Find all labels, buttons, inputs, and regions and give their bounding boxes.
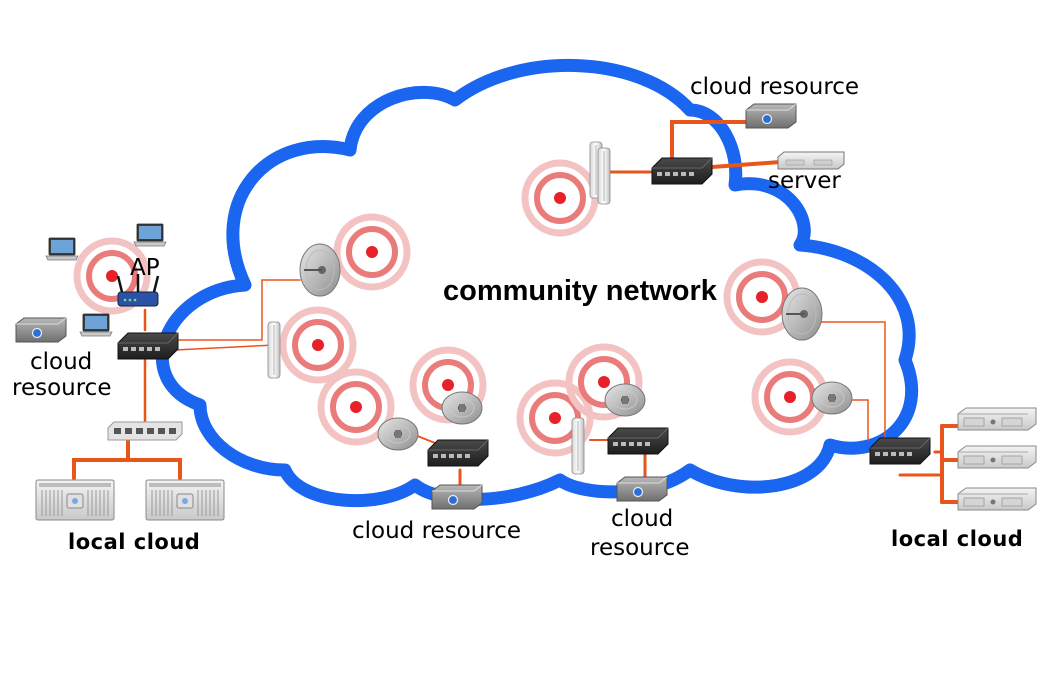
diagram-title: community network bbox=[443, 275, 718, 307]
antenna-panel-icon bbox=[267, 321, 281, 379]
laptop-icon bbox=[45, 237, 79, 261]
left-local-cloud bbox=[35, 223, 225, 521]
dish-antenna-icon bbox=[377, 417, 419, 451]
nas-icon bbox=[431, 484, 483, 510]
label-cloud-resource-left-line2: resource bbox=[12, 375, 111, 401]
server-icon bbox=[957, 445, 1037, 469]
signal-icon bbox=[525, 163, 595, 233]
right-local-cloud bbox=[957, 407, 1037, 511]
nas-icon bbox=[745, 103, 797, 129]
dish-antenna-icon bbox=[811, 381, 853, 415]
switch-icon bbox=[107, 421, 183, 441]
server-icon bbox=[35, 479, 115, 521]
label-server: server bbox=[768, 168, 841, 194]
server-icon bbox=[957, 407, 1037, 431]
router-icon bbox=[427, 439, 489, 467]
nas-icon bbox=[15, 317, 67, 343]
laptop-icon bbox=[79, 313, 113, 337]
signal-icon bbox=[337, 217, 407, 287]
dish-antenna-icon bbox=[781, 287, 823, 341]
label-cloud-resource-top: cloud resource bbox=[690, 74, 859, 100]
router-icon bbox=[607, 427, 669, 455]
laptop-icon bbox=[133, 223, 167, 247]
label-cloud-resource-bottom-right-line2: resource bbox=[590, 535, 689, 561]
labels: community network cloud resource server … bbox=[12, 74, 1023, 561]
dish-antenna-icon bbox=[441, 391, 483, 425]
label-local-cloud-left: local cloud bbox=[68, 530, 200, 554]
label-cloud-resource-bottom-right-line1: cloud bbox=[611, 506, 673, 532]
server-icon bbox=[145, 479, 225, 521]
label-ap: AP bbox=[130, 255, 160, 281]
router-icon bbox=[869, 437, 931, 465]
antenna-panel-icon bbox=[571, 417, 585, 475]
label-cloud-resource-bottom-mid: cloud resource bbox=[352, 518, 521, 544]
wifi-ap-icon bbox=[116, 274, 160, 307]
server-icon bbox=[957, 487, 1037, 511]
dish-antenna-icon bbox=[299, 243, 341, 297]
router-icon bbox=[117, 332, 179, 360]
antenna-panel-icon bbox=[597, 147, 611, 205]
label-local-cloud-right: local cloud bbox=[891, 527, 1023, 551]
server-top-right bbox=[777, 151, 845, 170]
label-cloud-resource-left-line1: cloud bbox=[30, 349, 92, 375]
signal-icon bbox=[283, 310, 353, 380]
server-icon bbox=[777, 151, 845, 170]
dish-antenna-icon bbox=[604, 383, 646, 417]
router-icon bbox=[651, 157, 713, 185]
nas-icon bbox=[616, 476, 668, 502]
